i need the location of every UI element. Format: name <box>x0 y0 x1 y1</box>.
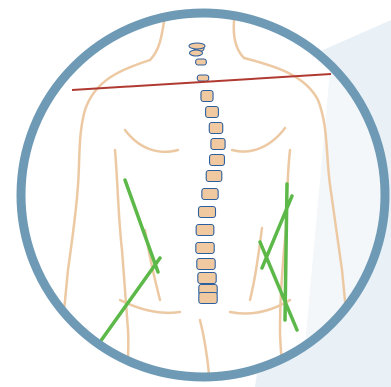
vertebra <box>199 207 216 218</box>
vertebra <box>199 293 217 304</box>
cervical-vertebra <box>189 43 205 49</box>
vertebra <box>197 259 215 270</box>
vertebra <box>196 59 207 65</box>
vertebra <box>211 139 225 150</box>
vertebra <box>202 189 218 200</box>
vertebra <box>201 91 213 102</box>
cervical-vertebra <box>190 50 203 56</box>
vertebra <box>210 155 225 166</box>
vertebra <box>198 273 216 284</box>
vertebra <box>206 171 222 182</box>
vertebra <box>196 243 214 254</box>
vertebra <box>196 225 214 236</box>
vertebra <box>197 75 208 81</box>
vertebra <box>206 107 219 118</box>
vertebra <box>209 123 223 134</box>
